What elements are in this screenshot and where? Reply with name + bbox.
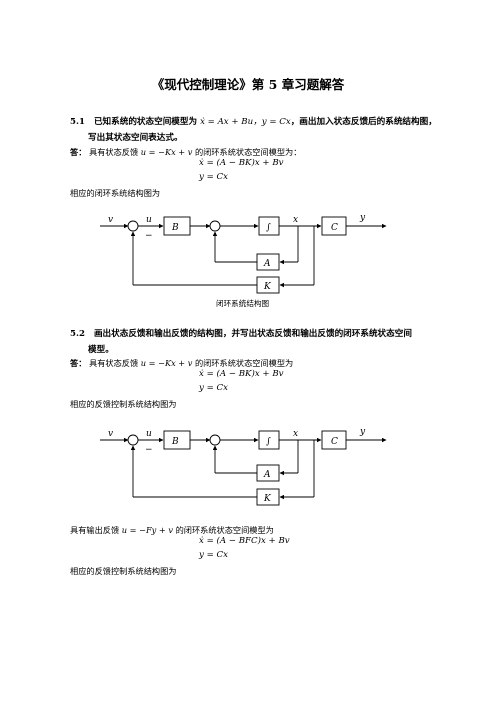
q2-label-K: K <box>263 494 272 504</box>
q1-line1-math: ẋ = Ax + Bu，y = Cx <box>200 117 291 127</box>
q2-diagram2-intro: 相应的反馈控制系统结构图为 <box>70 566 177 576</box>
q1-label-y: y <box>359 213 366 223</box>
q1-label-u: u <box>146 215 152 225</box>
q2-eq1: ẋ = (A − BK)x + Bv <box>199 369 284 379</box>
q2-answer-math: u = −Kx + v <box>140 358 193 368</box>
q1-label-v: v <box>108 215 113 225</box>
q2-line1: 5.2 画出状态反馈和输出反馈的结构图，并写出状态反馈和输出反馈的闭环系统状态空… <box>70 327 412 339</box>
q2-label-u: u <box>146 429 152 439</box>
q1-line1-post: ，画出加入状态反馈后的系统结构图， <box>290 117 437 127</box>
q1-number: 5.1 <box>70 117 85 127</box>
q2-number: 5.2 <box>70 329 85 339</box>
q1-answer-label: 答： <box>70 147 87 157</box>
q2-label-A: A <box>263 470 271 480</box>
q1-diagram-intro: 相应的闭环系统结构图为 <box>70 188 161 198</box>
q2-summing-junction-2 <box>209 434 221 446</box>
q2-eq4: y = Cx <box>199 550 228 560</box>
q1-label-integral: ∫ <box>266 223 271 233</box>
q2-out-post: 的闭环系统状态空间模型为 <box>175 525 274 535</box>
q1-answer: 答： 具有状态反馈 u = −Kx + v 的闭环系统状态空间模型为： <box>70 146 301 158</box>
q1-answer-math: u = −Kx + v <box>140 147 193 157</box>
q1-label-K: K <box>263 282 272 292</box>
q2-out-math: u = −Fy + v <box>121 525 173 535</box>
q2-line2: 模型。 <box>88 345 114 355</box>
q1-eq2: y = Cx <box>199 172 228 182</box>
q2-label-integral: ∫ <box>266 437 271 447</box>
q2-label-v: v <box>108 429 113 439</box>
q1-label-minus: − <box>145 231 153 241</box>
q2-label-minus: − <box>145 445 153 455</box>
q2-summing-junction-1 <box>127 434 139 446</box>
q1-label-B: B <box>171 223 179 233</box>
q1-summing-junction-1 <box>127 220 139 232</box>
q1-eq1: ẋ = (A − BK)x + Bv <box>199 158 284 168</box>
q2-answer-pre: 具有状态反馈 <box>89 358 139 368</box>
q1-diagram-caption: 闭环系统结构图 <box>216 299 270 308</box>
q2-output-feedback: 具有输出反馈 u = −Fy + v 的闭环系统状态空间模型为 <box>70 524 274 536</box>
q2-answer-post: 的闭环系统状态空间模型为 <box>194 358 294 368</box>
q2-label-B: B <box>171 437 179 447</box>
q2-label-x: x <box>293 429 298 439</box>
q2-label-C: C <box>331 437 338 447</box>
q2-line1-text: 画出状态反馈和输出反馈的结构图，并写出状态反馈和输出反馈的闭环系统状态空间 <box>93 329 412 339</box>
q2-block-diagram: v u − B ∫ x C y A K <box>100 427 387 506</box>
q1-line1-pre: 已知系统的状态空间模型为 <box>93 117 198 127</box>
q2-eq3: ẋ = (A − BFC)x + Bv <box>199 536 290 546</box>
q2-out-pre: 具有输出反馈 <box>70 525 120 535</box>
q1-summing-junction-2 <box>209 220 221 232</box>
q2-answer-label: 答： <box>70 358 87 368</box>
q1-line2: 写出其状态空间表达式。 <box>88 133 183 143</box>
q1-label-x: x <box>293 215 298 225</box>
q1-answer-pre: 具有状态反馈 <box>89 147 139 157</box>
q1-label-A: A <box>263 259 271 269</box>
q2-label-y: y <box>359 427 366 437</box>
q2-diagram-intro: 相应的反馈控制系统结构图为 <box>70 399 177 409</box>
q1-answer-post: 的闭环系统状态空间模型为： <box>194 147 302 157</box>
q2-answer: 答： 具有状态反馈 u = −Kx + v 的闭环系统状态空间模型为 <box>70 357 293 369</box>
q1-line1: 5.1 已知系统的状态空间模型为 ẋ = Ax + Bu，y = Cx，画出加入… <box>70 115 437 127</box>
q1-block-diagram: v u − B ∫ x C y A K <box>100 213 387 294</box>
q1-label-C: C <box>331 223 338 233</box>
q2-eq2: y = Cx <box>199 383 228 393</box>
page-title: 《现代控制理论》第 5 章习题解答 <box>151 77 345 92</box>
